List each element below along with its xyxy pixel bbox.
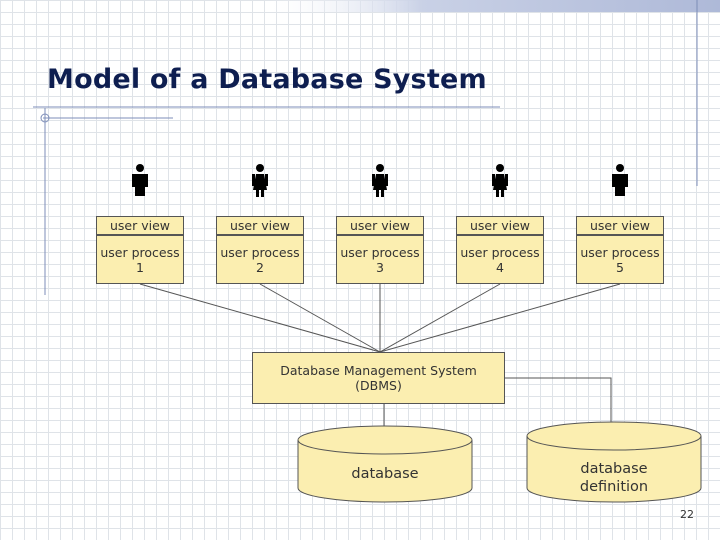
person-male-icon <box>612 164 628 196</box>
top-accent-bar <box>262 0 720 12</box>
user-process-box-1: user process 1 <box>96 235 184 284</box>
process-connectors <box>139 283 621 440</box>
user-process-box-4: user process 4 <box>456 235 544 284</box>
user-process-box-2: user process 2 <box>216 235 304 284</box>
person-icons <box>132 164 628 197</box>
dbms-box: Database Management System (DBMS) <box>252 352 505 404</box>
user-view-box-5: user view <box>576 216 664 235</box>
connector-1 <box>139 283 381 353</box>
user-process-box-3: user process 3 <box>336 235 424 284</box>
connector-dbms-definition <box>505 377 612 428</box>
user-view-box-1: user view <box>96 216 184 235</box>
database-cylinder <box>297 425 473 503</box>
crosshair-circle <box>40 113 50 123</box>
user-process-box-5: user process 5 <box>576 235 664 284</box>
person-female-icon <box>372 164 388 197</box>
connector-5 <box>379 283 621 353</box>
user-view-box-2: user view <box>216 216 304 235</box>
slide-title: Model of a Database System <box>47 64 487 95</box>
database-definition-label: database definition <box>579 461 649 495</box>
connector-4 <box>379 283 501 353</box>
person-female-icon <box>252 164 268 197</box>
definition-cylinder <box>526 421 702 503</box>
connector-2 <box>259 283 381 353</box>
page-number: 22 <box>680 508 694 521</box>
database-label: database <box>351 466 419 482</box>
person-male-icon <box>132 164 148 196</box>
user-view-box-4: user view <box>456 216 544 235</box>
user-view-box-3: user view <box>336 216 424 235</box>
person-female-icon <box>492 164 508 197</box>
